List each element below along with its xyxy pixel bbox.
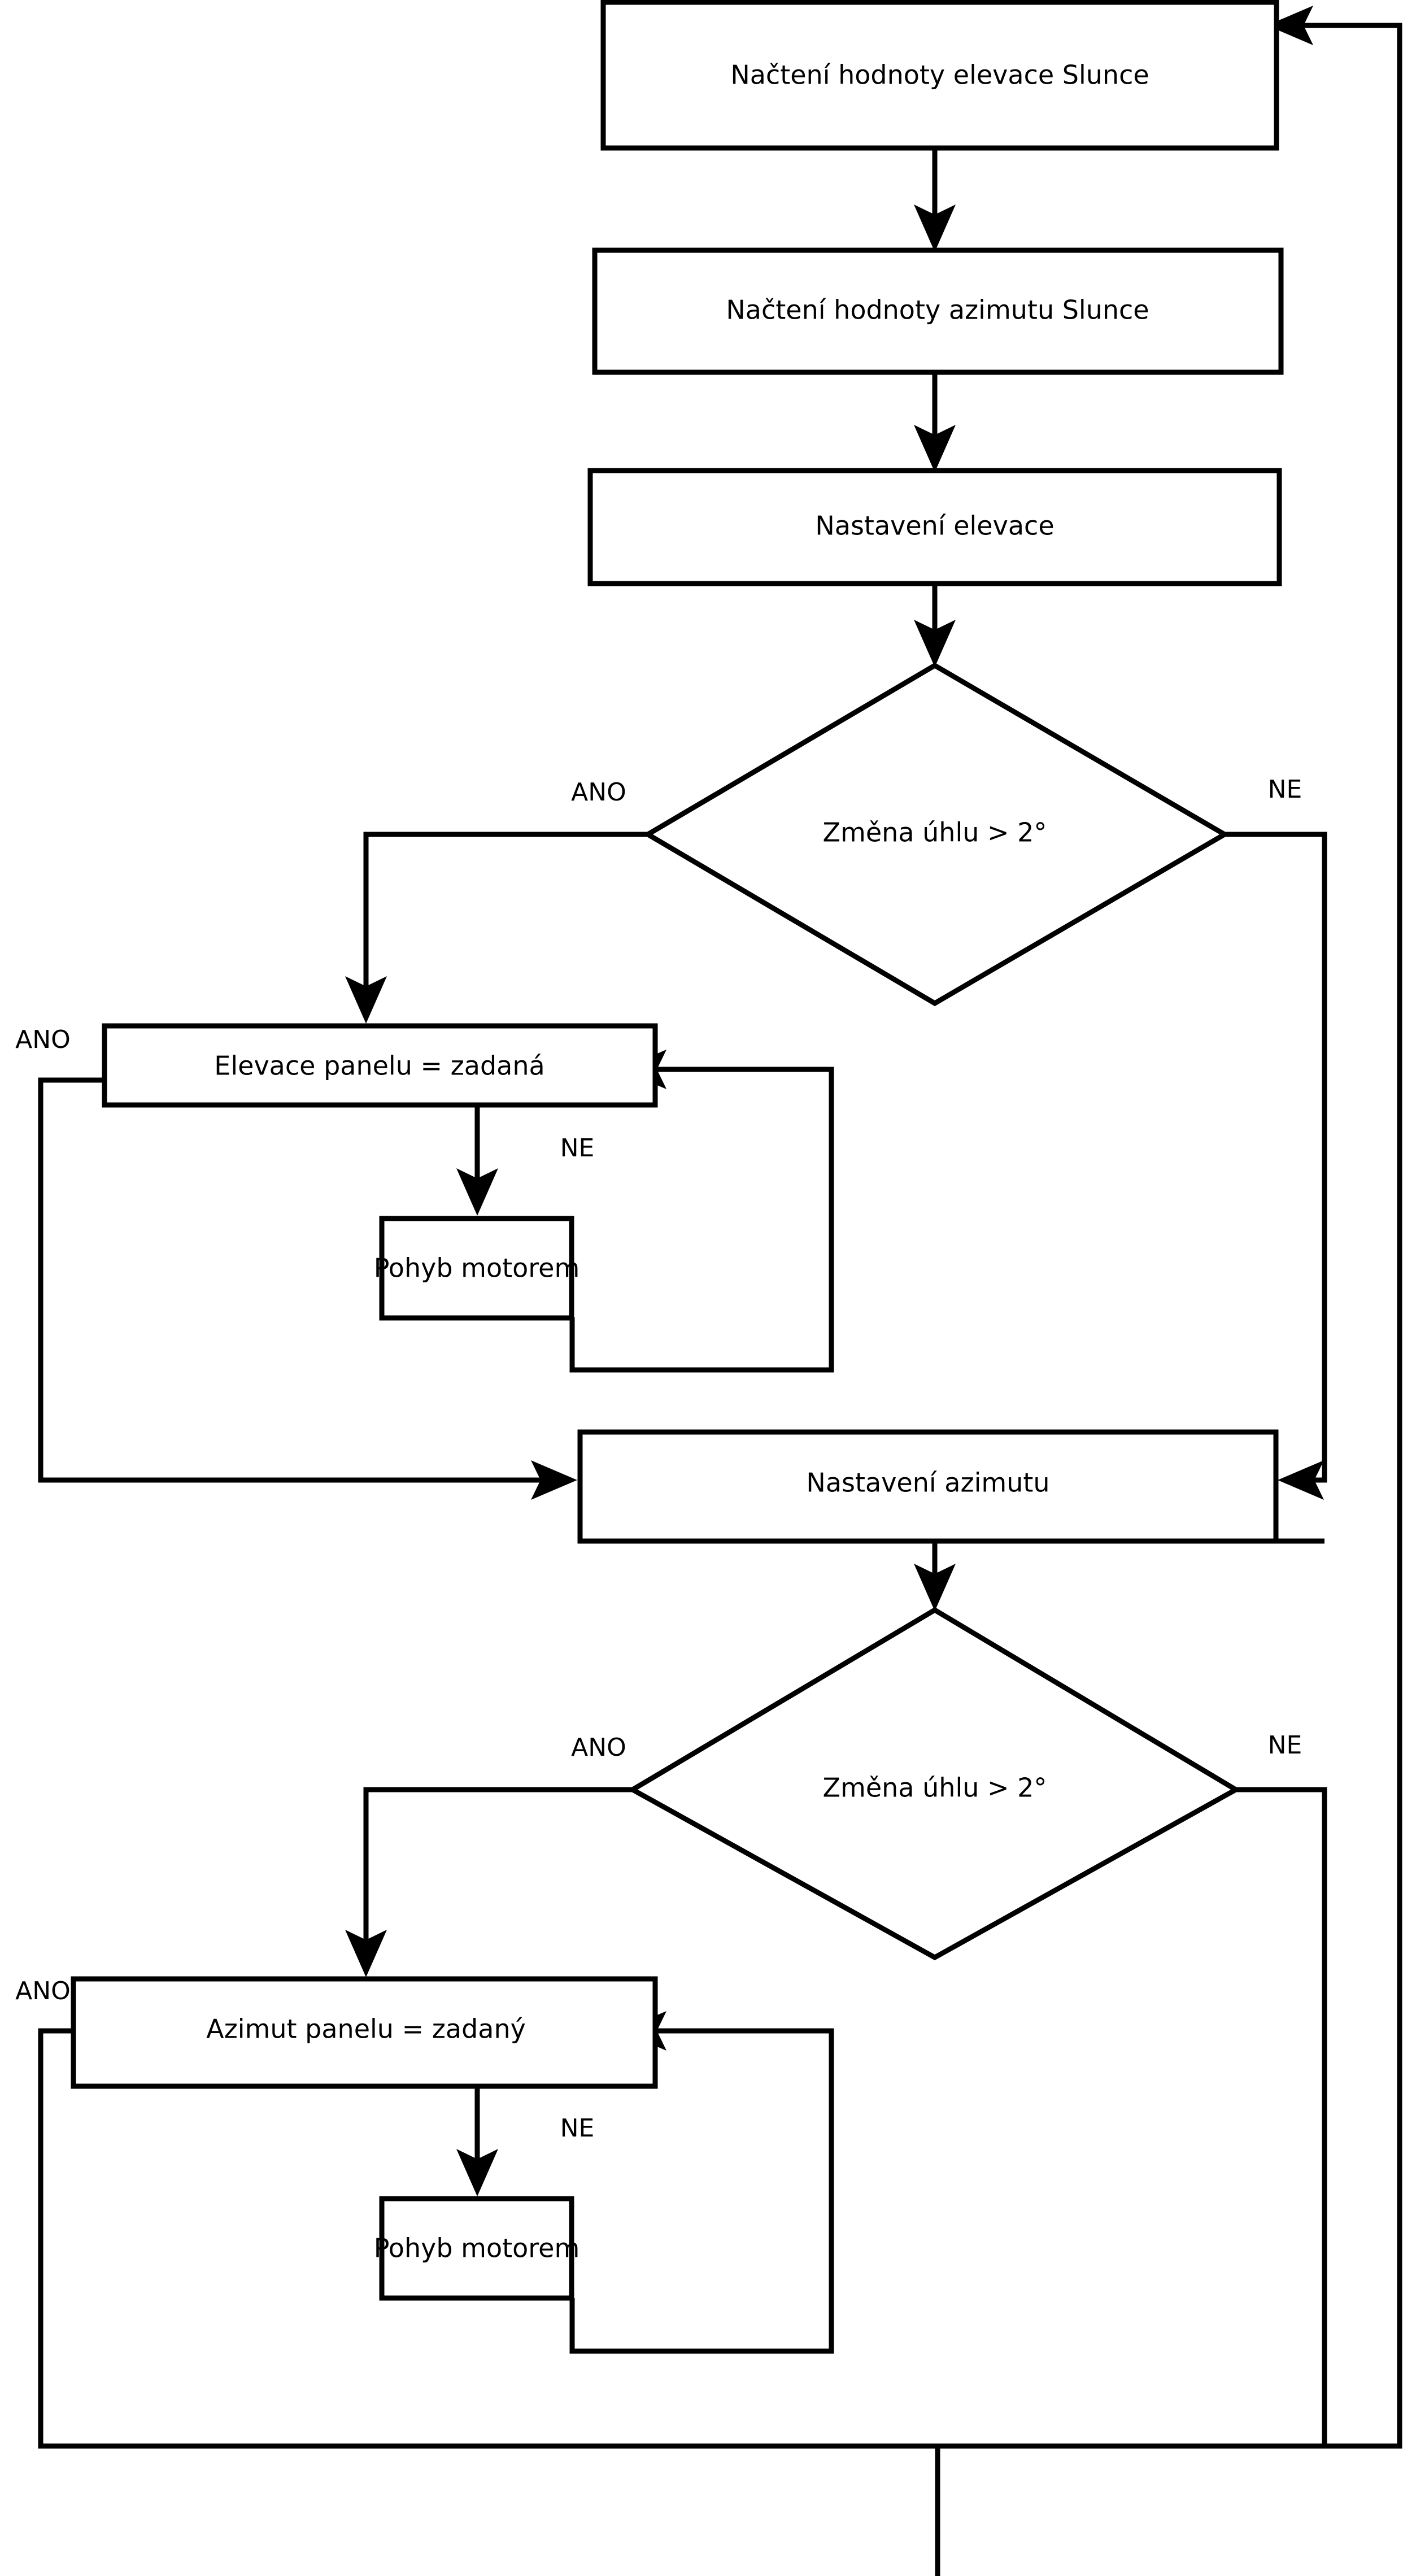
edge-dec-elev-yes-arrowhead	[345, 976, 387, 1024]
node-motor-move-elevation-label: Pohyb motorem	[374, 1253, 580, 1283]
node-motor-move-elevation-shape	[379, 1216, 574, 1321]
node-set-elevation-label: Nastavení elevace	[815, 511, 1054, 541]
edge-dec-elev-yes	[363, 832, 648, 994]
node-read-azimuth-label: Načtení hodnoty azimutu Slunce	[726, 295, 1149, 325]
edge-motor-azim-return	[569, 2028, 834, 2354]
node-decision-azimuth-shape	[627, 1607, 1241, 1961]
node-decision-elevation[interactable]: Změna úhlu > 2°	[643, 662, 1230, 1007]
node-set-azimuth-label: Nastavení azimutu	[806, 1468, 1049, 1498]
edge-panel-elev-yes	[38, 1077, 542, 1483]
edge-read-azim-to-set-elev-arrowhead	[914, 425, 956, 472]
edge-label-panel-elev-no: NE	[560, 1134, 595, 1163]
node-read-elevation-label: Načtení hodnoty elevace Slunce	[730, 60, 1149, 90]
edge-set-elev-to-dec-elev-arrowhead	[914, 620, 956, 667]
edge-dec-elev-no-arrowhead	[1278, 1460, 1324, 1500]
node-set-elevation-shape	[587, 468, 1282, 586]
node-read-elevation-shape	[600, 0, 1279, 151]
node-panel-elevation-equals[interactable]: Elevace panelu = zadaná	[102, 1023, 658, 1108]
edge-outer-return-line	[935, 23, 1402, 2576]
node-panel-azimuth-equals[interactable]: Azimut panelu = zadaný	[71, 1976, 658, 2089]
node-decision-elevation-shape	[643, 662, 1230, 1007]
node-motor-move-azimuth-label: Pohyb motorem	[374, 2233, 580, 2264]
node-motor-move-elevation[interactable]: Pohyb motorem	[374, 1216, 580, 1321]
edge-label-dec-azim-no: NE	[1268, 1731, 1302, 1760]
node-set-azimuth-shape	[577, 1429, 1279, 1544]
node-panel-elevation-equals-label: Elevace panelu = zadaná	[214, 1051, 544, 1081]
edge-label-dec-azim-yes: ANO	[571, 1733, 626, 1762]
edge-dec-azim-no	[1236, 1787, 1327, 2446]
edge-dec-elev-no	[1225, 832, 1327, 1483]
node-decision-elevation-label: Změna úhlu > 2°	[823, 817, 1047, 848]
node-decision-azimuth[interactable]: Změna úhlu > 2°	[627, 1607, 1241, 1961]
edge-set-azim-to-dec-azim	[932, 1538, 1324, 1585]
node-panel-azimuth-equals-shape	[71, 1976, 658, 2089]
node-read-azimuth-shape	[592, 247, 1284, 375]
node-set-azimuth[interactable]: Nastavení azimutu	[577, 1429, 1279, 1544]
edge-set-azim-to-dec-azim-arrowhead	[914, 1564, 956, 1611]
node-read-azimuth[interactable]: Načtení hodnoty azimutu Slunce	[592, 247, 1284, 375]
edge-panel-azim-no-arrowhead	[456, 2149, 498, 2196]
edge-dec-azim-yes-arrowhead	[345, 1930, 387, 1977]
node-set-elevation[interactable]: Nastavení elevace	[587, 468, 1282, 586]
node-motor-move-azimuth[interactable]: Pohyb motorem	[374, 2196, 580, 2301]
edge-label-panel-azim-no: NE	[560, 2114, 595, 2143]
node-read-elevation[interactable]: Načtení hodnoty elevace Slunce	[600, 0, 1279, 151]
node-panel-elevation-equals-shape	[102, 1023, 658, 1108]
edge-read-elev-to-read-azim-arrowhead	[914, 204, 956, 252]
edge-label-panel-azim-yes: ANO	[15, 1977, 71, 2005]
edge-label-panel-elev-yes: ANO	[15, 1025, 71, 1054]
node-panel-azimuth-equals-label: Azimut panelu = zadaný	[206, 2014, 526, 2044]
edge-label-dec-elev-no: NE	[1268, 775, 1302, 804]
edge-panel-elev-yes-arrowhead	[531, 1460, 577, 1500]
edge-panel-azim-yes	[38, 2028, 1324, 2449]
node-motor-move-azimuth-shape	[379, 2196, 574, 2301]
edge-label-dec-elev-yes: ANO	[571, 778, 626, 807]
edge-motor-elev-return	[569, 1067, 834, 1373]
edge-dec-azim-yes	[363, 1787, 633, 1948]
node-decision-azimuth-label: Změna úhlu > 2°	[823, 1773, 1047, 1803]
edge-outer-return-arrowhead	[1267, 6, 1313, 45]
edge-panel-elev-no-arrowhead	[456, 1168, 498, 1216]
